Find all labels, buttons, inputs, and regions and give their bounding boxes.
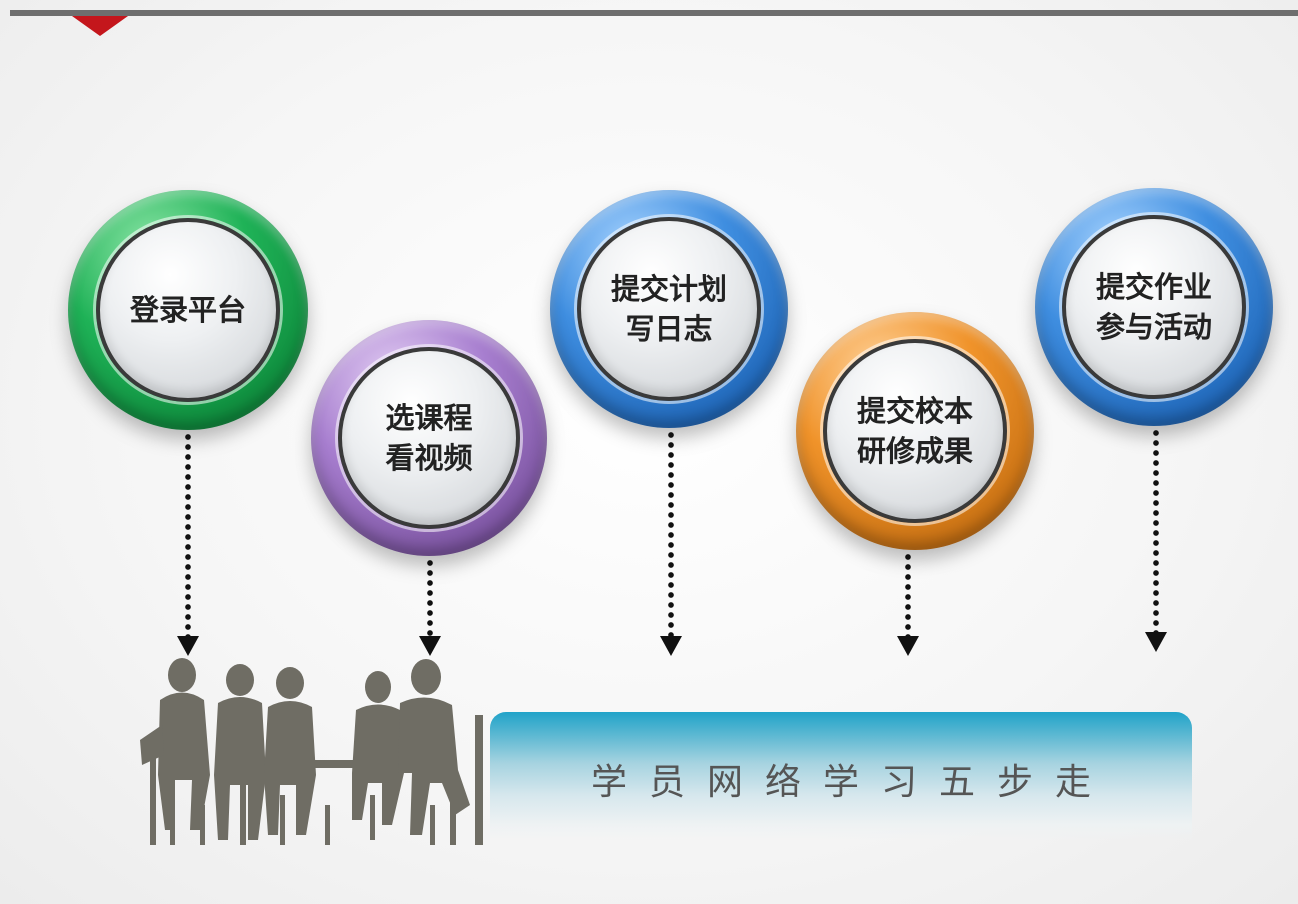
step-3-label-line2: 写日志 — [625, 312, 713, 346]
step-2-label-line2: 看视频 — [385, 441, 473, 475]
step-3-label-line1: 提交计划 — [610, 272, 727, 306]
banner-title: 学员网络学习五步走 — [590, 762, 1113, 803]
step-5-disc: 提交作业 参与活动 — [1062, 215, 1246, 399]
step-2-disc: 选课程 看视频 — [338, 347, 520, 529]
red-triangle-marker — [72, 16, 128, 36]
summary-banner: 学员网络学习五步走 — [490, 712, 1192, 840]
step-4-disc: 提交校本 研修成果 — [823, 339, 1007, 523]
step-4-label-line1: 提交校本 — [856, 394, 973, 428]
step-4-dotted-arrow — [897, 552, 919, 656]
step-2-dotted-arrow — [419, 558, 441, 656]
meeting-silhouette-illustration — [140, 658, 483, 845]
step-1-disc: 登录平台 — [96, 218, 280, 402]
top-divider-bar — [10, 10, 1298, 16]
step-submit-plan: 提交计划 写日志 — [550, 190, 788, 428]
step-submit-school-results: 提交校本 研修成果 — [796, 312, 1034, 550]
step-1-dotted-arrow — [177, 432, 199, 656]
step-5-label-line1: 提交作业 — [1095, 270, 1212, 304]
step-4-label-line2: 研修成果 — [856, 434, 973, 468]
step-3-dotted-arrow — [660, 430, 682, 656]
step-2-label-line1: 选课程 — [385, 401, 473, 435]
step-5-dotted-arrow — [1145, 428, 1167, 652]
step-login-platform: 登录平台 — [68, 190, 308, 430]
step-submit-homework: 提交作业 参与活动 — [1035, 188, 1273, 426]
step-select-course: 选课程 看视频 — [311, 320, 547, 556]
step-3-disc: 提交计划 写日志 — [577, 217, 761, 401]
step-5-label-line2: 参与活动 — [1095, 310, 1212, 344]
step-1-label-line1: 登录平台 — [129, 293, 246, 327]
